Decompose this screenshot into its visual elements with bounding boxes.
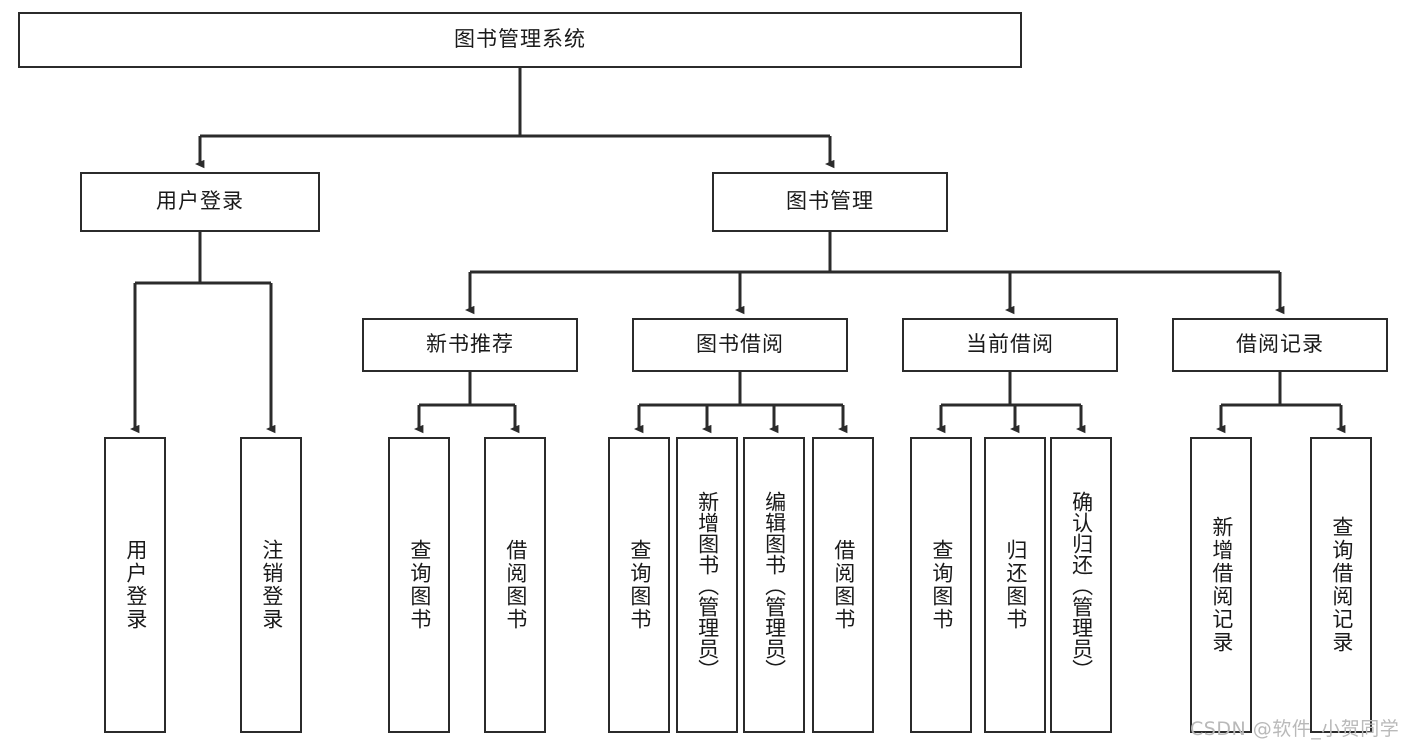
node-leaf-return-books[interactable]: 归还图书: [984, 437, 1046, 733]
node-leaf-edit-book-admin[interactable]: 编辑图书（管理员）: [743, 437, 805, 733]
node-leaf-query-books-borrow[interactable]: 查询图书: [608, 437, 670, 733]
node-leaf-add-borrow-record[interactable]: 新增借阅记录: [1190, 437, 1252, 733]
node-level1-book-management[interactable]: 图书管理: [712, 172, 948, 232]
node-root-图书管理系统[interactable]: 图书管理系统: [18, 12, 1022, 68]
node-leaf-query-books-new[interactable]: 查询图书: [388, 437, 450, 733]
node-leaf-query-books-current[interactable]: 查询图书: [910, 437, 972, 733]
node-leaf-confirm-return-admin[interactable]: 确认归还（管理员）: [1050, 437, 1112, 733]
node-level2-borrow-records[interactable]: 借阅记录: [1172, 318, 1388, 372]
node-level2-book-borrow[interactable]: 图书借阅: [632, 318, 848, 372]
node-leaf-logout[interactable]: 注销登录: [240, 437, 302, 733]
node-level2-new-book-recommend[interactable]: 新书推荐: [362, 318, 578, 372]
node-leaf-borrow-books[interactable]: 借阅图书: [812, 437, 874, 733]
csdn-watermark: CSDN @软件_小贺同学: [1190, 718, 1400, 740]
node-leaf-query-borrow-record[interactable]: 查询借阅记录: [1310, 437, 1372, 733]
node-leaf-add-book-admin[interactable]: 新增图书（管理员）: [676, 437, 738, 733]
node-level2-current-borrow[interactable]: 当前借阅: [902, 318, 1118, 372]
node-level1-user-login[interactable]: 用户登录: [80, 172, 320, 232]
node-leaf-borrow-books-new[interactable]: 借阅图书: [484, 437, 546, 733]
node-leaf-user-login[interactable]: 用户登录: [104, 437, 166, 733]
